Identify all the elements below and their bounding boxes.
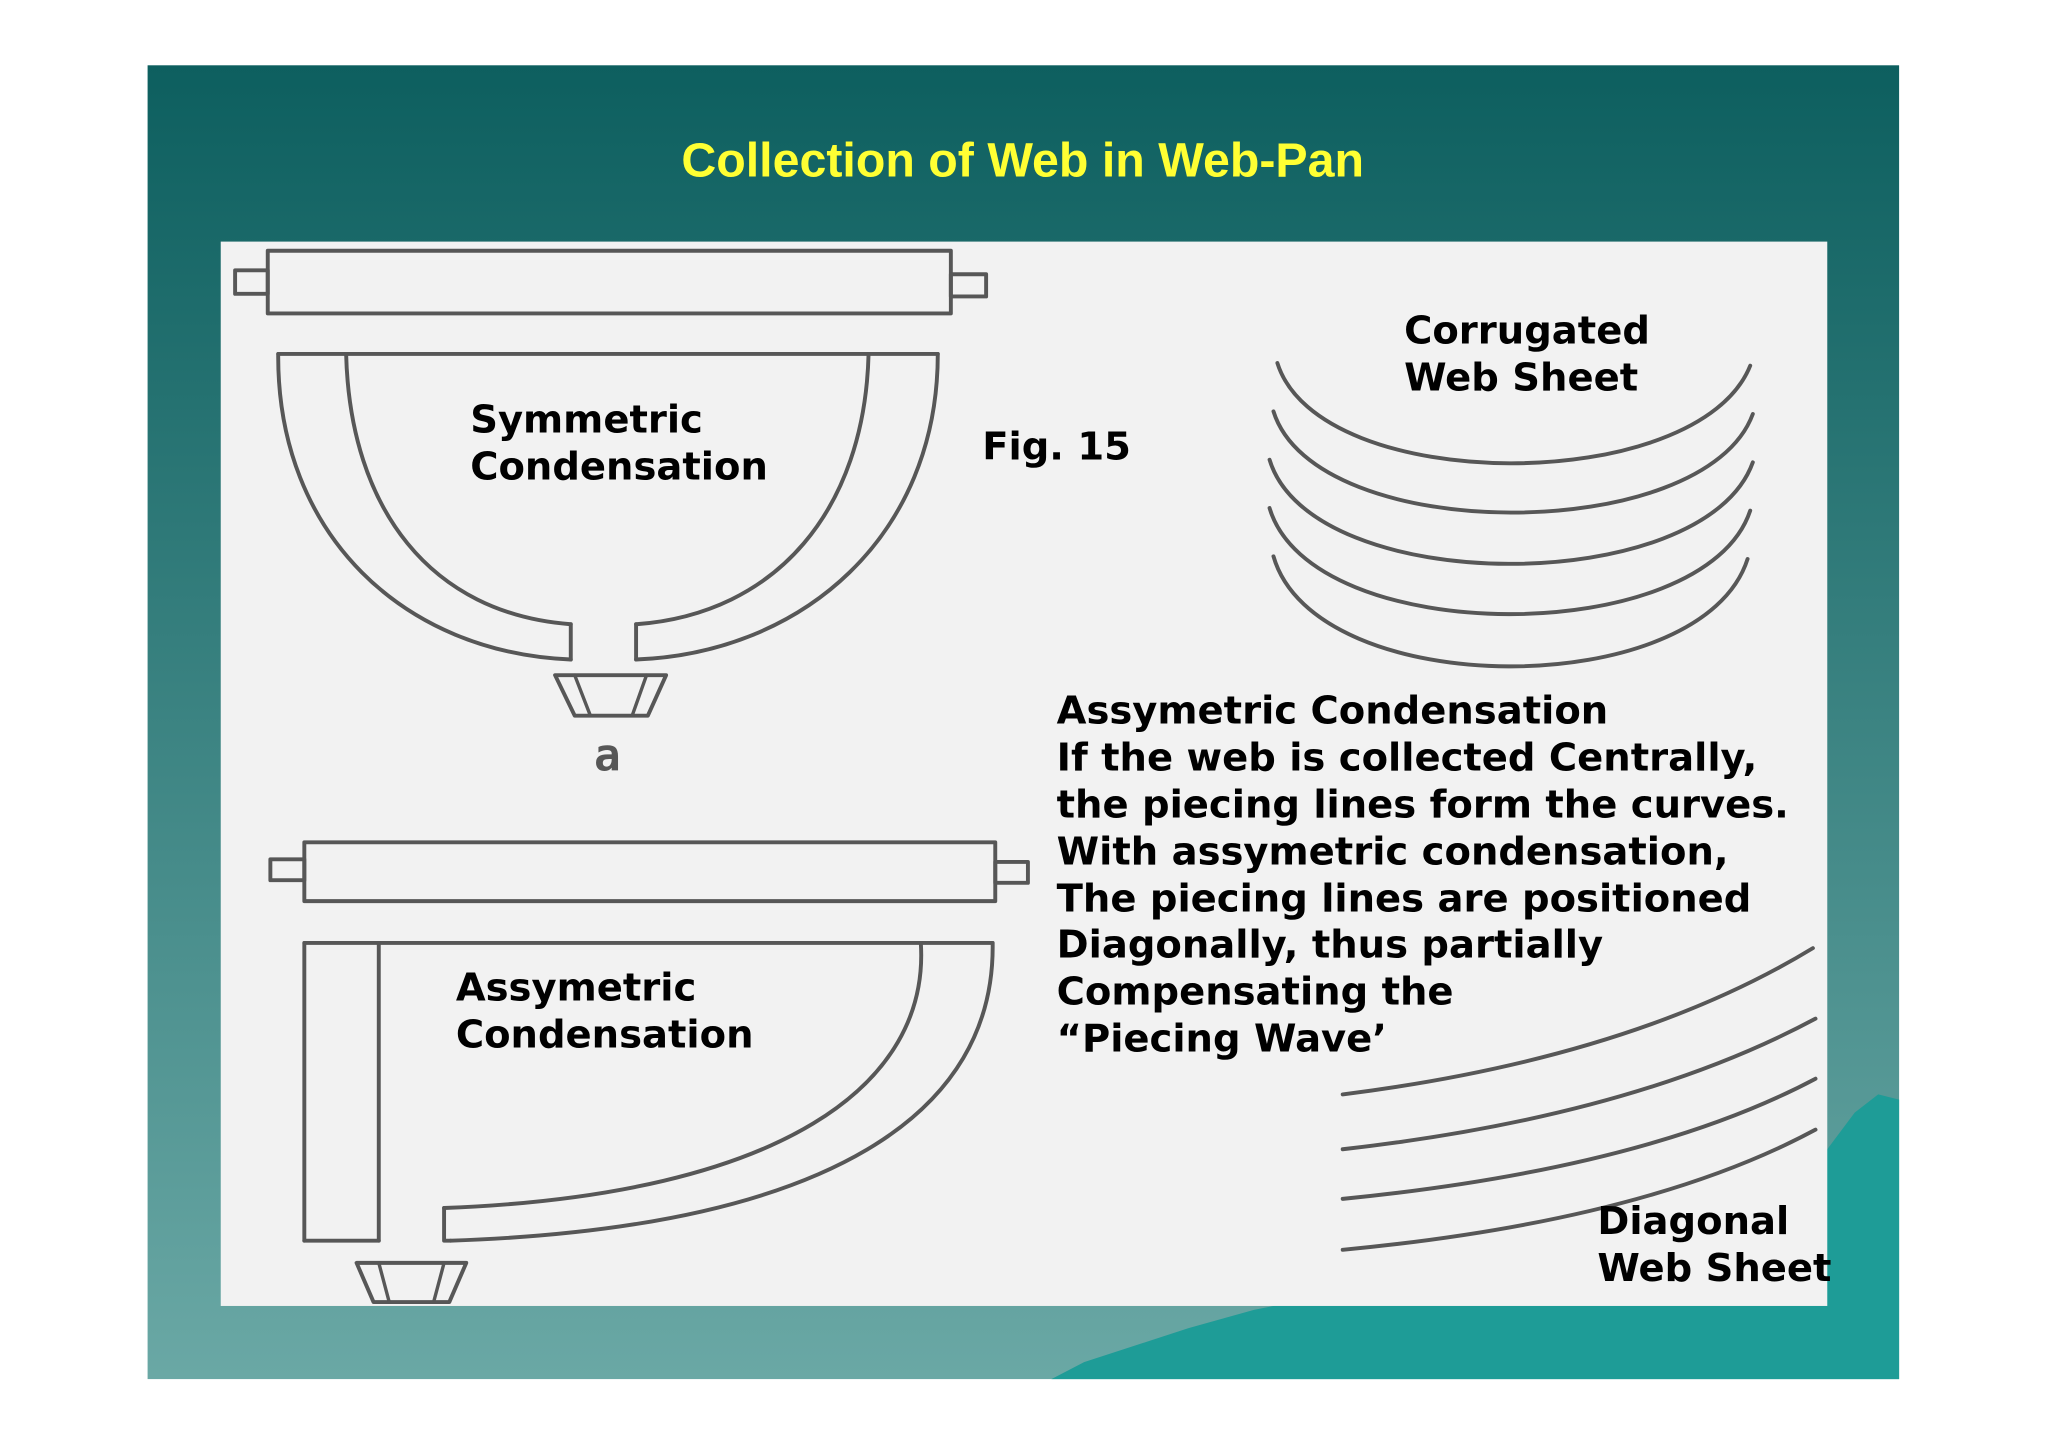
symmetric-web-pan: [276, 351, 940, 662]
diagonal-label-line-2: Web Sheet: [1597, 1246, 1831, 1291]
figure-panel: [220, 241, 1828, 1306]
corrugated-web-sheet-label: Corrugated Web Sheet: [1404, 308, 1650, 400]
diagonal-web-sheet-label: Diagonal Web Sheet: [1597, 1199, 1831, 1291]
diagonal-label-line-1: Diagonal: [1597, 1199, 1789, 1244]
corrugated-web-sheet-lines: [1267, 361, 1755, 669]
slide-title: Collection of Web in Web-Pan: [681, 133, 1364, 187]
bottom-condenser-roller: [268, 840, 1030, 904]
description-line: “Piecing Wave’: [1057, 1016, 1387, 1061]
assymetric-condensation-label: Assymetric Condensation: [456, 965, 754, 1057]
top-condenser-roller: [233, 248, 989, 316]
symmetric-label-line-1: Symmetric: [470, 397, 703, 442]
assymetric-web-pan: [302, 940, 995, 1243]
bottom-trumpet: [354, 1260, 469, 1304]
figure-number: Fig. 15: [982, 425, 1131, 470]
mountain-silhouette: [1051, 1094, 1900, 1380]
description-line: The piecing lines are positioned: [1057, 877, 1752, 922]
panel-letter: a: [594, 731, 621, 782]
description-text-block: Assymetric Condensation If the web is co…: [1057, 689, 1789, 1062]
assymetric-label-line-2: Condensation: [456, 1012, 754, 1057]
symmetric-label-line-2: Condensation: [470, 444, 768, 489]
description-line: If the web is collected Centrally,: [1057, 736, 1758, 781]
description-line: the piecing lines form the curves.: [1057, 783, 1789, 828]
assymetric-label-line-1: Assymetric: [456, 965, 696, 1010]
top-trumpet: [553, 673, 669, 718]
corrugated-label-line-2: Web Sheet: [1404, 355, 1638, 400]
corrugated-label-line-1: Corrugated: [1404, 308, 1650, 353]
description-line: Diagonally, thus partially: [1057, 922, 1603, 967]
symmetric-condensation-label: Symmetric Condensation: [470, 397, 768, 489]
diagonal-web-sheet-lines: [1340, 946, 1818, 1252]
description-line: With assymetric condensation,: [1057, 830, 1729, 875]
description-line: Compensating the: [1057, 969, 1454, 1014]
description-line: Assymetric Condensation: [1057, 689, 1609, 734]
